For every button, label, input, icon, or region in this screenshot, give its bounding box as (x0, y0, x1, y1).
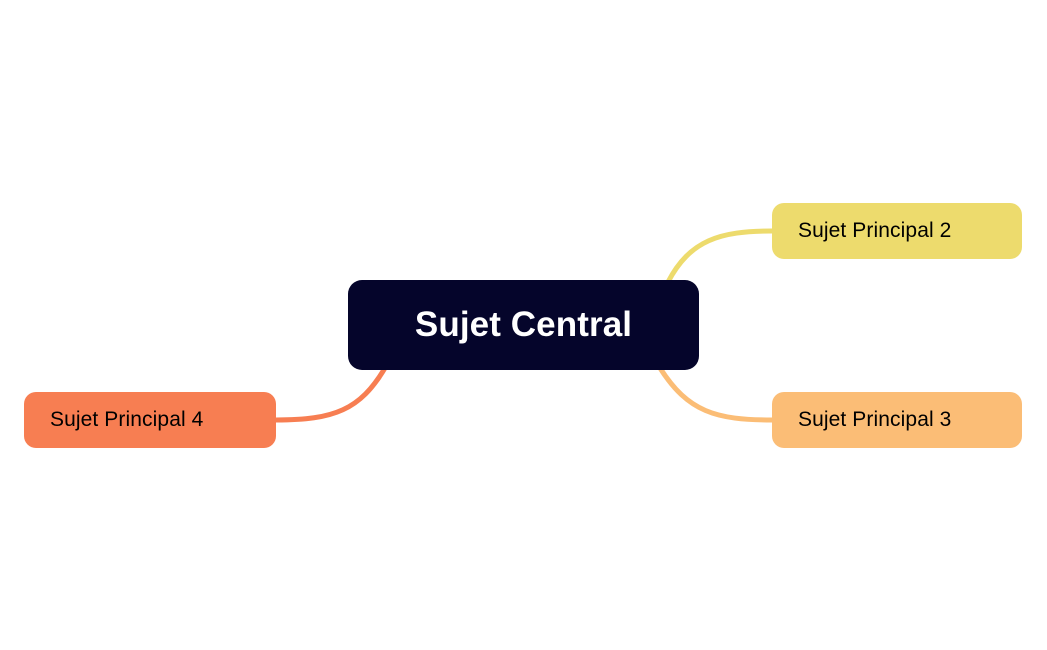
mind-map-node-sujet-principal-2[interactable]: Sujet Principal 2 (772, 203, 1022, 259)
node-label: Sujet Principal 2 (798, 219, 952, 242)
connector-central-to-branch-3 (657, 365, 775, 423)
connector-central-to-branch-4 (273, 365, 388, 423)
node-label: Sujet Principal 4 (50, 408, 204, 431)
mind-map-node-central[interactable]: Sujet Central (348, 280, 699, 370)
mind-map-node-sujet-principal-4[interactable]: Sujet Principal 4 (24, 392, 276, 448)
mind-map-node-sujet-principal-3[interactable]: Sujet Principal 3 (772, 392, 1022, 448)
central-node-label: Sujet Central (414, 305, 633, 344)
connector-central-to-branch-2 (665, 228, 775, 285)
node-label: Sujet Principal 3 (798, 408, 952, 431)
